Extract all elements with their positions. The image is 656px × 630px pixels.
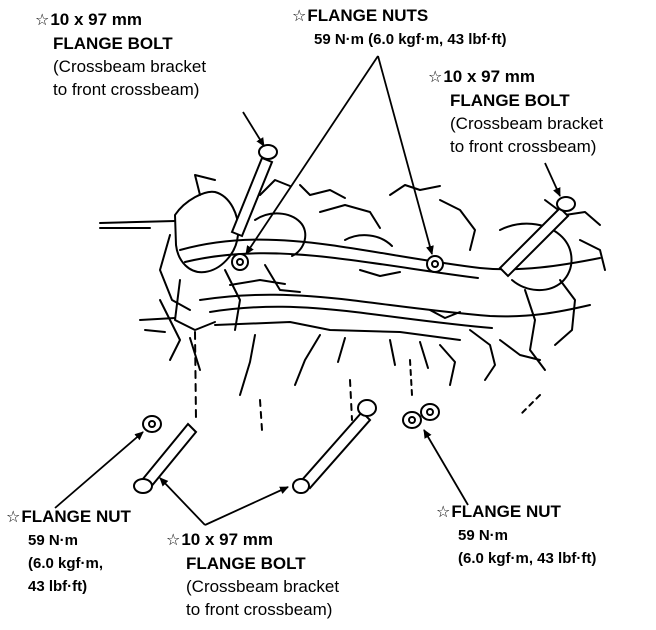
callout-top-right: ☆10 x 97 mm FLANGE BOLT (Crossbeam brack… — [428, 65, 603, 158]
arrow-top-left-bolt — [242, 111, 265, 147]
callout-note-line-2: to front crossbeam) — [53, 80, 200, 99]
callout-torque-line-2: (6.0 kgf·m, — [28, 555, 104, 572]
callout-bottom-center: ☆10 x 97 mm FLANGE BOLT (Crossbeam brack… — [166, 528, 339, 621]
star-icon: ☆ — [292, 8, 307, 25]
callout-top-center: ☆FLANGE NUTS 59 N·m (6.0 kgf·m, 43 lbf·f… — [292, 4, 507, 51]
callout-torque-line-1: 59 N·m — [28, 532, 79, 549]
flange-bolt-top-left — [230, 144, 278, 238]
callout-title: 10 x 97 mm — [50, 10, 143, 29]
callout-title: FLANGE NUT — [21, 507, 131, 526]
callout-torque-line-3: 43 lbf·ft) — [28, 578, 88, 595]
installed-nut-left — [231, 253, 249, 271]
callout-title: 10 x 97 mm — [181, 530, 274, 549]
callout-torque-line-1: 59 N·m — [458, 527, 509, 544]
installed-nut-center — [426, 255, 444, 273]
crossbeam-assembly — [99, 174, 606, 431]
callout-torque-line-2: (6.0 kgf·m, 43 lbf·ft) — [458, 550, 597, 567]
callout-title: FLANGE NUTS — [307, 6, 429, 25]
star-icon: ☆ — [35, 12, 50, 29]
callout-top-left: ☆10 x 97 mm FLANGE BOLT (Crossbeam brack… — [35, 8, 206, 101]
callout-note-line-2: to front crossbeam) — [450, 137, 597, 156]
flange-bolt-loose-left — [133, 422, 198, 494]
arrow-top-nuts-right — [377, 55, 434, 255]
callout-title: 10 x 97 mm — [443, 67, 536, 86]
callout-torque: 59 N·m (6.0 kgf·m, 43 lbf·ft) — [314, 31, 507, 48]
callout-note-line-1: (Crossbeam bracket — [186, 577, 340, 596]
callout-subtitle: FLANGE BOLT — [450, 91, 570, 110]
callout-subtitle: FLANGE BOLT — [53, 34, 173, 53]
flange-bolt-top-right — [498, 196, 576, 278]
star-icon: ☆ — [166, 532, 181, 549]
callout-note-line-1: (Crossbeam bracket — [53, 57, 207, 76]
star-icon: ☆ — [428, 69, 443, 86]
star-icon: ☆ — [436, 504, 451, 521]
leader-arrows — [54, 55, 561, 526]
flange-bolt-loose-center — [292, 399, 377, 494]
callout-subtitle: FLANGE BOLT — [186, 554, 306, 573]
arrow-bottom-bolt-right — [204, 486, 289, 526]
star-icon: ☆ — [6, 509, 21, 526]
arrow-bottom-left-nut — [54, 431, 144, 509]
arrow-bottom-bolt-left — [159, 477, 206, 526]
callout-bottom-left: ☆FLANGE NUT 59 N·m (6.0 kgf·m, 43 lbf·ft… — [6, 505, 131, 598]
loose-nut-left — [142, 415, 162, 433]
callout-note-line-2: to front crossbeam) — [186, 600, 333, 619]
callout-note-line-1: (Crossbeam bracket — [450, 114, 604, 133]
arrow-top-right-bolt — [544, 162, 561, 197]
arrow-bottom-right-nut — [423, 429, 469, 506]
loose-nut-right — [402, 403, 440, 429]
callout-title: FLANGE NUT — [451, 502, 561, 521]
callout-bottom-right: ☆FLANGE NUT 59 N·m (6.0 kgf·m, 43 lbf·ft… — [436, 500, 596, 570]
arrow-top-nuts-left — [245, 55, 379, 255]
